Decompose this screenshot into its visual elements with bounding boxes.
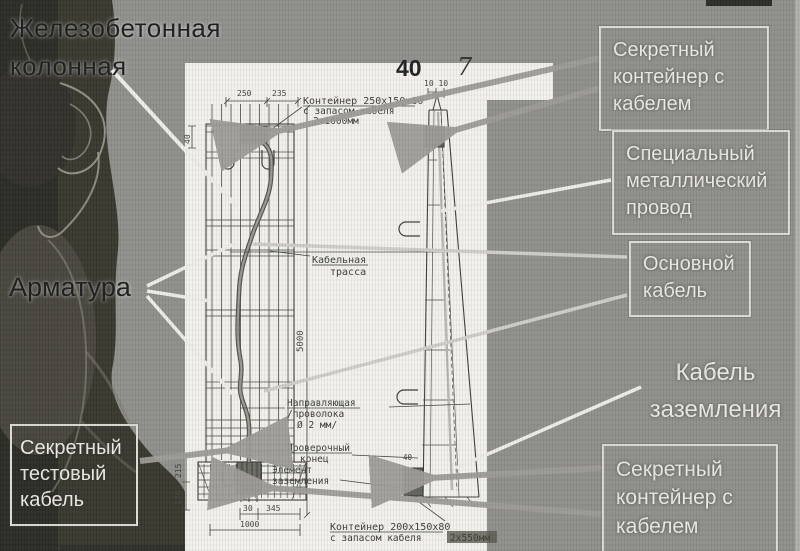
dim-bottom-b: 345 (266, 504, 281, 513)
special-metal-wire-line (436, 111, 454, 491)
callout-arrows-gray (139, 55, 603, 517)
label-ground-cable: Кабель заземления (649, 359, 782, 424)
dim-bottom-a: 30 (243, 504, 253, 513)
label-secret-container-top: Секретный контейнер с кабелем (599, 26, 769, 131)
svg-text:/проволока: /проволока (287, 409, 344, 420)
dim-height: 5000 (296, 330, 306, 352)
note-guide-wire: Направляющая /проволока Ø 2 мм/ (287, 398, 360, 431)
svg-text:трасса: трасса (330, 267, 366, 278)
svg-text:Кабельная: Кабельная (312, 254, 366, 266)
callout-lines-lightgray (252, 242, 628, 393)
label-secret-container-bottom: Секретный контейнер с кабелем (602, 444, 778, 551)
note-check-end: Проверочный конец (287, 443, 352, 465)
svg-text:Ø 2 мм/: Ø 2 мм/ (297, 420, 337, 431)
svg-text:Контейнер 200x150x80: Контейнер 200x150x80 (330, 521, 450, 533)
dim-top-a: 250 (237, 89, 252, 98)
svg-text:с запасом кабеля: с запасом кабеля (330, 533, 422, 544)
label-main-cable: Основной кабель (629, 241, 751, 317)
dim-top-b: 235 (272, 89, 287, 98)
svg-text:Проверочный: Проверочный (287, 443, 350, 454)
svg-text:заземления: заземления (272, 476, 329, 487)
dim-pole-top: 10 10 (424, 79, 448, 88)
note-ground-element: Элемент заземления (272, 465, 329, 487)
dim-side-a: 215 (174, 463, 183, 478)
svg-text:2x550мм: 2x550мм (450, 533, 490, 544)
dim-side-b: 170 (174, 490, 183, 505)
svg-text:Элемент: Элемент (272, 465, 312, 476)
svg-text:2x1600мм: 2x1600мм (313, 116, 359, 127)
dim-bottom-total: 1000 (240, 520, 259, 529)
svg-text:с запасом кабеля: с запасом кабеля (303, 106, 395, 117)
callout-lines-white (110, 68, 642, 470)
dim-top-side: 40 (183, 134, 192, 144)
main-cable-highlight (236, 141, 273, 462)
svg-text:конец: конец (300, 454, 329, 465)
secret-container-top-right (424, 126, 445, 148)
sheet-number: 7 (457, 53, 473, 81)
secret-container-top-left (239, 125, 268, 144)
guide-wire-dashed (440, 111, 458, 491)
label-concrete-column: Железобетонная колонная (10, 13, 221, 81)
svg-text:Направляющая: Направляющая (287, 398, 356, 409)
scan-edge (795, 0, 800, 551)
label-rebar: Арматура (9, 272, 131, 302)
secret-container-bottom-right (403, 467, 424, 497)
scan-smudge-top (706, 0, 772, 6)
note-cable-route: Кабельная трасса (312, 254, 368, 278)
note-container-bottom: Контейнер 200x150x80 с запасом кабеля 2x… (330, 521, 497, 544)
label-special-metal-wire: Специальный металлический провод (612, 130, 790, 235)
scan-smudge-bottom (60, 545, 192, 551)
secret-container-bottom-left (236, 461, 262, 502)
label-secret-test-cable: Секретный тестовый кабель (10, 424, 138, 526)
page-number: 40 (396, 55, 422, 81)
